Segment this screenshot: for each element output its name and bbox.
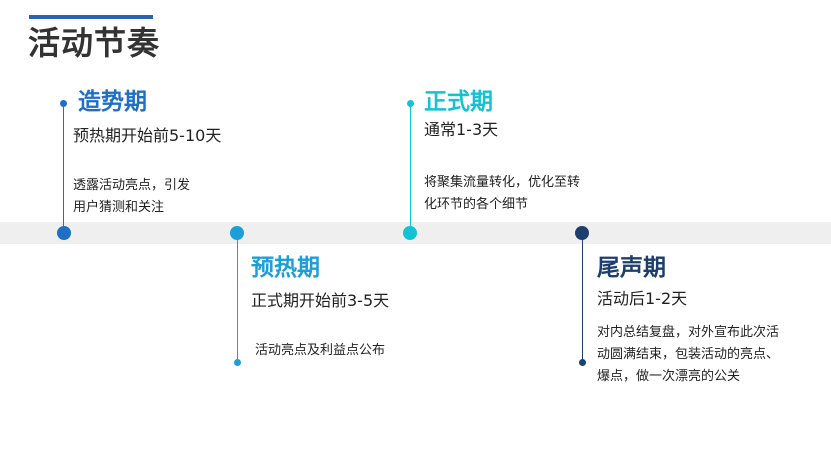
stage1-desc: 透露活动亮点，引发 用户猜测和关注 [73, 175, 190, 219]
stage2-bottom-dot [234, 359, 241, 366]
title-accent-bar [29, 15, 153, 19]
page-title: 活动节奏 [28, 24, 161, 62]
stage4-bottom-dot [579, 359, 586, 366]
stage1-name: 造势期 [78, 89, 147, 115]
stage3-node [403, 226, 417, 240]
stage1-connector [63, 104, 64, 234]
stage3-desc: 将聚集流量转化，优化至转 化环节的各个细节 [424, 172, 580, 216]
stage4-desc-line: 爆点，做一次漂亮的公关 [597, 369, 741, 384]
stage2-node [230, 226, 244, 240]
stage4-node [575, 226, 589, 240]
stage3-desc-line: 化环节的各个细节 [424, 197, 529, 212]
stage2-name: 预热期 [251, 255, 320, 281]
stage2-time: 正式期开始前3-5天 [251, 291, 390, 310]
stage1-desc-line: 用户猜测和关注 [73, 200, 165, 215]
stage1-time: 预热期开始前5-10天 [73, 126, 222, 145]
stage1-node [57, 226, 71, 240]
stage2-connector [237, 234, 238, 362]
stage4-name: 尾声期 [597, 255, 666, 281]
stage3-top-dot [407, 100, 414, 107]
stage4-desc-line: 对内总结复盘，对外宣布此次活 [597, 325, 780, 340]
stage3-time: 通常1-3天 [424, 120, 499, 139]
stage3-desc-line: 将聚集流量转化，优化至转 [424, 175, 581, 190]
stage4-time: 活动后1-2天 [597, 289, 688, 308]
stage4-desc: 对内总结复盘，对外宣布此次活 动圆满结束，包装活动的亮点、 爆点，做一次漂亮的公… [597, 322, 779, 388]
stage4-connector [582, 234, 583, 362]
stage2-desc: 活动亮点及利益点公布 [255, 340, 385, 362]
stage3-connector [410, 104, 411, 234]
stage1-desc-line: 透露活动亮点，引发 [73, 178, 191, 193]
stage3-name: 正式期 [424, 89, 493, 115]
stage1-top-dot [60, 100, 67, 107]
stage4-desc-line: 动圆满结束，包装活动的亮点、 [597, 347, 780, 362]
stage2-desc-line: 活动亮点及利益点公布 [255, 343, 386, 358]
